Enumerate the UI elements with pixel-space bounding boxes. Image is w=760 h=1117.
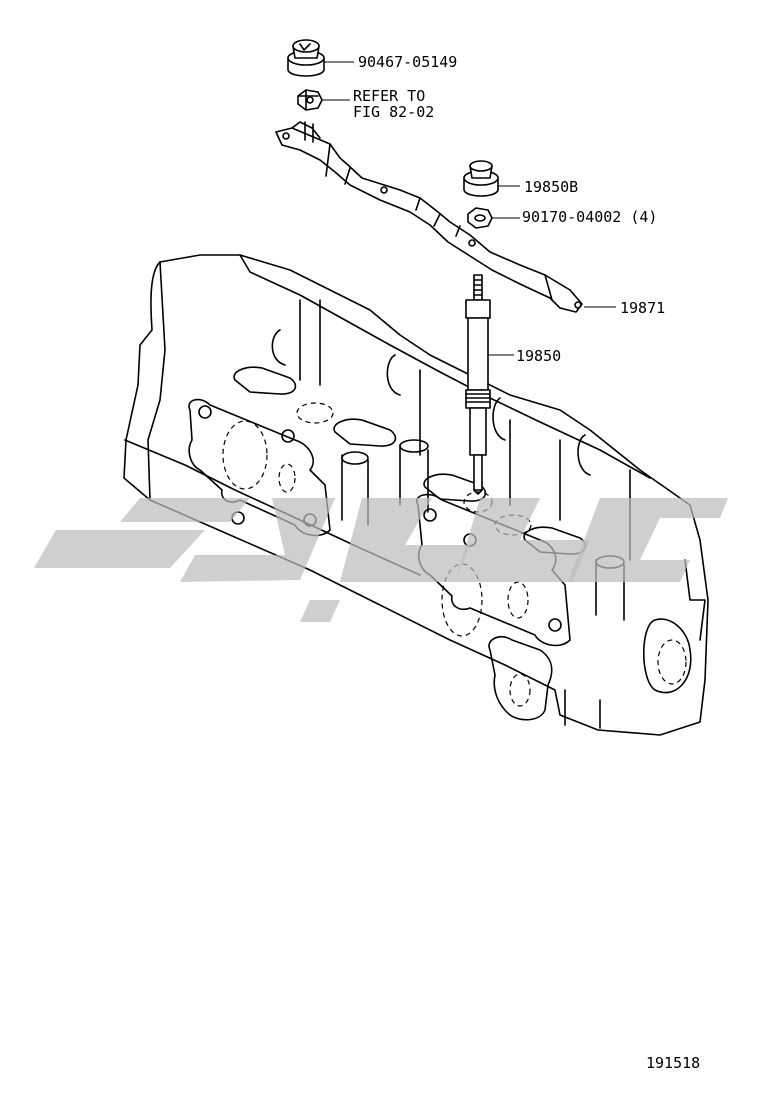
callout-refer-line1: REFER TO <box>353 87 425 105</box>
nut-refer <box>297 89 323 111</box>
watermark-logo <box>34 498 728 622</box>
callout-refer-line2: FIG 82-02 <box>353 103 434 121</box>
cylinder-head <box>123 254 709 736</box>
callout-connector-bar: 19871 <box>620 299 665 317</box>
leader-lines <box>322 61 616 356</box>
callout-nut-upper: 90467-05149 <box>358 53 457 71</box>
callout-bus-nut-b: 19850B <box>524 178 578 196</box>
bus-nut-b <box>463 160 499 197</box>
callout-small-nut: 90170-04002 (4) <box>522 208 657 226</box>
connector-bar <box>275 121 583 313</box>
glow-plug <box>465 274 491 495</box>
callout-glow-plug: 19850 <box>516 347 561 365</box>
small-nut <box>467 207 493 229</box>
figure-number: 191518 <box>646 1054 700 1072</box>
nut-upper <box>287 39 325 77</box>
